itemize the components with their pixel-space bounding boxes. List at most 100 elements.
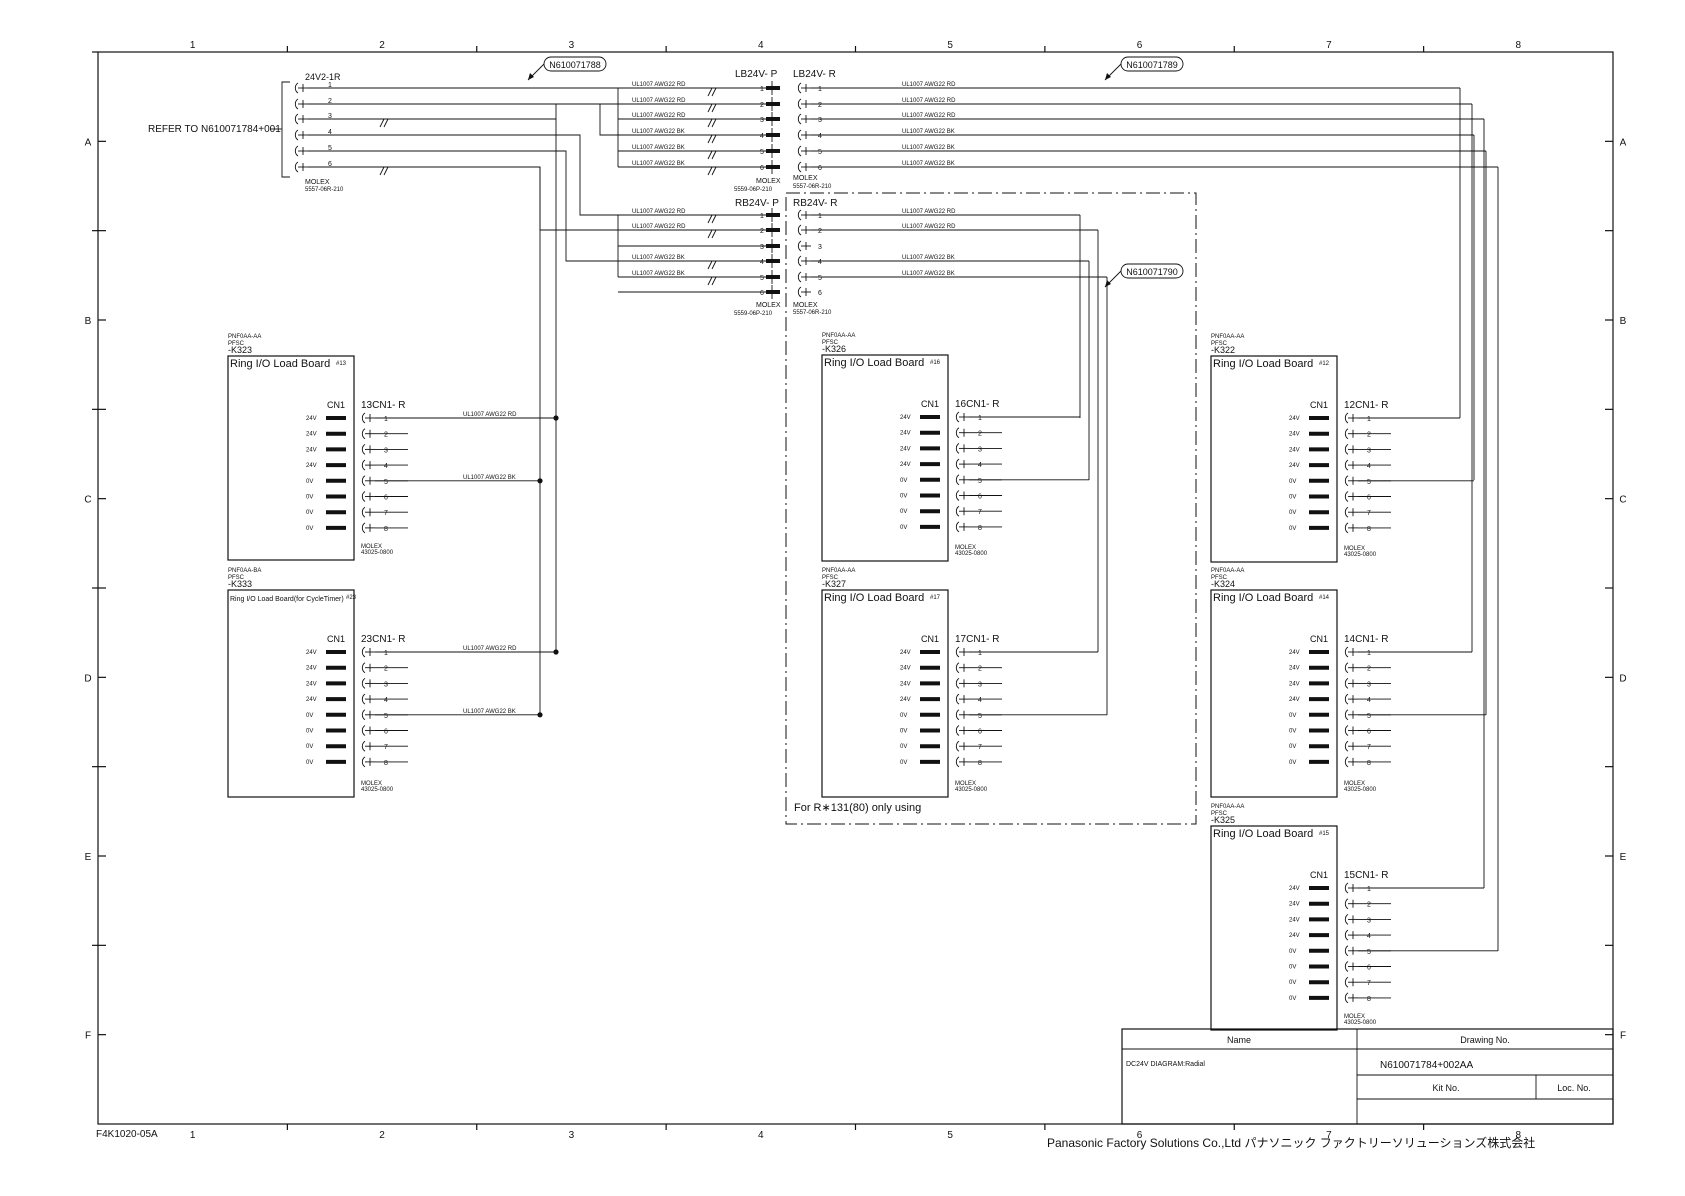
- lb-p-pin-number: 1: [760, 86, 764, 93]
- src-wire-2: [308, 103, 618, 136]
- wire-label: UL1007 AWG22 BK: [632, 271, 685, 277]
- board-socket: [1344, 444, 1349, 455]
- wire-label: UL1007 AWG22 BK: [463, 475, 516, 481]
- wire-label: UL1007 AWG22 RD: [902, 224, 956, 230]
- rb-r-pin-number: 4: [818, 259, 822, 266]
- board-socket: [955, 646, 960, 658]
- cn-label: CN1: [1310, 634, 1328, 644]
- board-pin-number: 5: [978, 713, 982, 720]
- callout-n610071789: N610071789: [1104, 56, 1184, 81]
- pin-voltage: 24V: [1289, 666, 1300, 672]
- board-socket: [955, 521, 960, 533]
- board-socket: [1344, 929, 1349, 941]
- wire-label: UL1007 AWG22 BK: [902, 129, 955, 135]
- board-number: #17: [930, 595, 941, 601]
- row-label-right: A: [1620, 137, 1627, 148]
- wire-label: UL1007 AWG22 BK: [902, 255, 955, 261]
- board-number: #12: [1319, 361, 1330, 367]
- pin-voltage: 0V: [1289, 949, 1296, 955]
- pin-voltage: 24V: [306, 463, 317, 469]
- board-model: PNF0AA-AA: [822, 568, 855, 574]
- title-drawing-no-header: Drawing No.: [1460, 1035, 1510, 1045]
- rb-r-pin-number: 2: [818, 228, 822, 235]
- board-pin-number: 2: [1367, 432, 1371, 439]
- pin-voltage: 0V: [306, 526, 313, 532]
- row-label-right: E: [1620, 852, 1627, 863]
- row-label-left: C: [84, 495, 91, 506]
- board-pin-number: 7: [978, 744, 982, 751]
- board-model: PNF0AA-AA: [822, 333, 855, 339]
- board-title: Ring I/O Load Board: [824, 592, 924, 604]
- cn-label: CN1: [327, 400, 345, 410]
- twist-mark: [707, 118, 717, 128]
- twist-mark: [707, 134, 717, 144]
- lb-p-pin-number: 5: [760, 149, 764, 156]
- board-connector-label: 12CN1- R: [1344, 400, 1388, 411]
- board-socket: [361, 428, 366, 440]
- board-maker: PFSC: [228, 575, 245, 581]
- wire-label: UL1007 AWG22 RD: [463, 646, 517, 652]
- src-pin-socket: [294, 145, 299, 157]
- column-label-top: 1: [190, 40, 196, 51]
- row-label-left: E: [85, 852, 92, 863]
- board-pin-number: 6: [978, 729, 982, 736]
- src-wire-6: [308, 166, 618, 231]
- row-label-right: F: [1620, 1031, 1626, 1042]
- pin-voltage: 24V: [900, 462, 911, 468]
- board-pin-number: 3: [978, 446, 982, 453]
- board-socket: [361, 522, 366, 534]
- board-connector-label: 23CN1- R: [361, 634, 405, 645]
- board-socket: [1344, 914, 1349, 925]
- title-name-header: Name: [1227, 1035, 1251, 1045]
- optional-group-outline: [785, 192, 1197, 825]
- board-pin-number: 6: [1367, 965, 1371, 972]
- board-socket: [955, 693, 960, 705]
- board-outline: [821, 354, 949, 562]
- svg-text:N610071788: N610071788: [549, 60, 601, 70]
- board-title: Ring I/O Load Board: [1213, 592, 1313, 604]
- board-outline: [1210, 355, 1338, 563]
- column-label-bottom: 1: [190, 1130, 196, 1141]
- board-socket: [1344, 961, 1349, 972]
- board-connector-label: 13CN1- R: [361, 400, 405, 411]
- optional-note: For R∗131(80) only using: [794, 802, 921, 814]
- cn-label: CN1: [1310, 870, 1328, 880]
- board-connector-part: 43025-0800: [1344, 787, 1377, 793]
- lb-r-socket: [797, 145, 802, 157]
- board-pin-number: 1: [384, 650, 388, 657]
- wire-label: UL1007 AWG22 RD: [902, 82, 956, 88]
- pin-voltage: 0V: [900, 760, 907, 766]
- board-number: #14: [1319, 595, 1330, 601]
- rb-p-mfr: MOLEX: [756, 302, 781, 309]
- pin-voltage: 24V: [900, 415, 911, 421]
- src-pin-socket: [294, 129, 299, 141]
- pin-voltage: 24V: [306, 666, 317, 672]
- board-outline: [821, 589, 949, 798]
- lb-r-socket: [797, 161, 802, 173]
- board-connector-mfr: MOLEX: [361, 781, 382, 787]
- board-socket: [361, 725, 366, 736]
- src-pin-number: 5: [328, 145, 332, 152]
- title-name-value: DC24V DIAGRAM:Radial: [1126, 1061, 1205, 1068]
- board-socket: [361, 662, 366, 674]
- wire-label: UL1007 AWG22 RD: [902, 98, 956, 104]
- pin-voltage: 0V: [1289, 713, 1296, 719]
- row-label-right: C: [1619, 495, 1626, 506]
- board-title: Ring I/O Load Board(for CycleTimer): [230, 596, 344, 603]
- wire-label: UL1007 AWG22 RD: [632, 98, 686, 104]
- row-label-left: D: [84, 673, 91, 684]
- board-socket: [361, 506, 366, 518]
- lb-r-socket: [797, 129, 802, 141]
- board-socket: [1344, 976, 1349, 988]
- pin-voltage: 0V: [900, 509, 907, 515]
- board-socket: [955, 662, 960, 674]
- pin-voltage: 0V: [306, 744, 313, 750]
- board-connector-part: 43025-0800: [361, 550, 394, 556]
- board-socket: [1344, 522, 1349, 534]
- pin-voltage: 24V: [306, 432, 317, 438]
- board-socket: [955, 427, 960, 439]
- board-pin-number: 7: [1367, 980, 1371, 987]
- board-pin-number: 1: [1367, 416, 1371, 423]
